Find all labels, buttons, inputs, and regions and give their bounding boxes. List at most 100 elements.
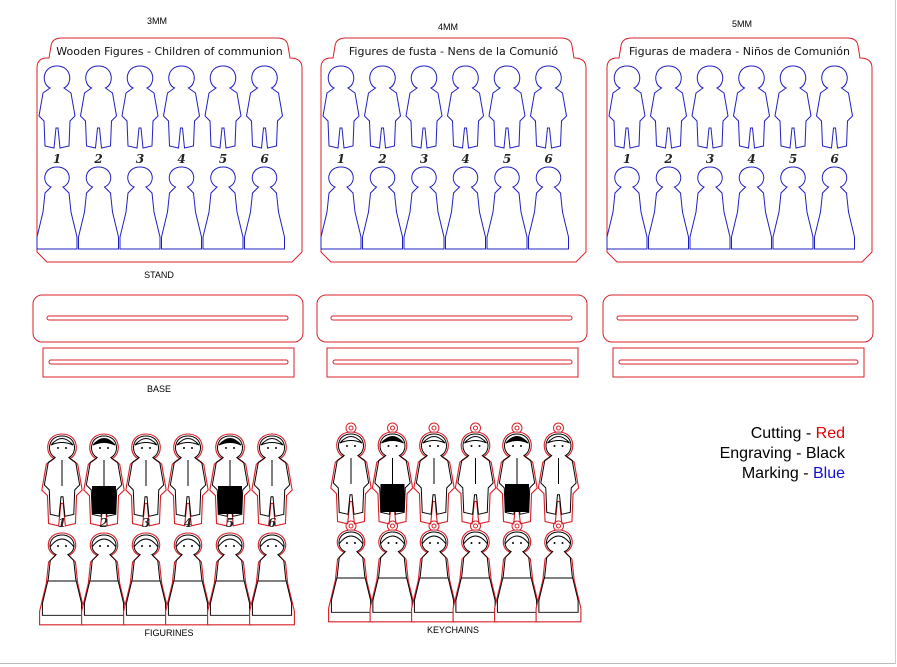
figure-number: 3 bbox=[136, 152, 144, 166]
figure-number: 5 bbox=[219, 152, 227, 166]
girl-figure-outline bbox=[41, 534, 83, 616]
eye bbox=[395, 542, 398, 544]
keyring-hole-inner bbox=[473, 523, 478, 529]
girl-figure-outline bbox=[362, 166, 403, 250]
eye bbox=[387, 445, 390, 447]
figure-number: 1 bbox=[337, 152, 345, 166]
boy-figure-outline bbox=[691, 65, 729, 149]
girl-figure-outline bbox=[648, 166, 689, 250]
keyring-hole-inner bbox=[514, 523, 520, 529]
eye bbox=[183, 545, 185, 547]
eye bbox=[346, 542, 348, 544]
base-slot bbox=[332, 359, 573, 365]
eye bbox=[275, 545, 277, 547]
boy-figure-outline bbox=[363, 65, 402, 149]
eye bbox=[512, 542, 514, 544]
girl-figure-outline bbox=[123, 532, 169, 626]
thickness-label: 3MM bbox=[147, 16, 167, 26]
boy-figure-outline bbox=[204, 65, 242, 149]
boy-figure-outline bbox=[121, 65, 159, 149]
eye bbox=[267, 545, 269, 547]
base-slot bbox=[616, 315, 859, 321]
eye bbox=[149, 545, 151, 547]
boy-figure-outline bbox=[253, 435, 291, 517]
boy-figure-outline bbox=[457, 433, 494, 515]
eye bbox=[225, 545, 227, 547]
eye bbox=[191, 545, 193, 547]
eye bbox=[387, 542, 390, 544]
eye bbox=[478, 445, 481, 447]
base-slot bbox=[46, 315, 289, 321]
girl-figure-outline bbox=[413, 531, 455, 613]
hair bbox=[49, 538, 75, 548]
legend-marking: Marking - Blue bbox=[741, 465, 845, 482]
figurine-number: 4 bbox=[184, 516, 192, 530]
hair bbox=[134, 438, 158, 446]
eye bbox=[520, 445, 522, 447]
legend-engraving: Engraving - Black bbox=[719, 445, 845, 462]
hair bbox=[505, 436, 529, 444]
keyring-hole-inner bbox=[473, 425, 478, 431]
stand-panel-5mm: 5MM Figuras de madera - Niños de Comunión… bbox=[606, 19, 873, 263]
eye bbox=[429, 445, 431, 447]
girl-figure-outline bbox=[81, 532, 127, 626]
eye bbox=[233, 545, 235, 547]
eye bbox=[225, 447, 227, 449]
trousers bbox=[505, 484, 529, 512]
base-slot bbox=[48, 359, 289, 365]
keychains-label: KEYCHAINS bbox=[427, 625, 479, 635]
hair bbox=[176, 438, 200, 446]
girl-figure-outline bbox=[455, 531, 496, 613]
base-board-outline bbox=[32, 294, 304, 343]
boy-figure-outline bbox=[446, 65, 485, 149]
eye bbox=[561, 542, 564, 544]
stand-title: Figuras de madera - Niños de Comunión bbox=[629, 45, 850, 58]
keyring-hole-inner bbox=[556, 523, 561, 529]
eye bbox=[553, 542, 556, 544]
girl-figure-outline bbox=[403, 166, 445, 250]
boy-figure-outline bbox=[529, 65, 568, 149]
girl-figure-outline bbox=[369, 529, 416, 623]
base-slot bbox=[618, 359, 859, 365]
stand-cut-outline bbox=[36, 37, 303, 263]
hair bbox=[421, 535, 447, 545]
figure-number: 6 bbox=[544, 152, 553, 166]
eye bbox=[437, 542, 439, 544]
hair bbox=[217, 538, 243, 548]
boy-figure-outline bbox=[162, 65, 201, 149]
eye bbox=[437, 445, 439, 447]
legend-red: Red bbox=[815, 425, 845, 442]
boy-figure-outline bbox=[540, 433, 577, 515]
girl-figure-outline bbox=[207, 532, 253, 626]
base-strip-outline bbox=[326, 347, 579, 378]
color-legend: Cutting - Red Engraving - Black Marking … bbox=[720, 424, 845, 484]
hair bbox=[338, 535, 364, 545]
thickness-label: 5MM bbox=[732, 19, 752, 29]
boy-figure-outline bbox=[38, 65, 76, 149]
hair bbox=[380, 535, 405, 545]
girl-figure-outline bbox=[39, 532, 85, 626]
base-pieces bbox=[602, 294, 874, 378]
boy-figure-outline bbox=[332, 433, 370, 515]
figure-number: 1 bbox=[53, 152, 61, 166]
eye bbox=[429, 542, 431, 544]
hair bbox=[175, 538, 201, 548]
boy-figure-outline bbox=[649, 65, 688, 149]
hair bbox=[546, 535, 571, 545]
base-board-outline bbox=[316, 294, 588, 343]
eye bbox=[346, 445, 348, 447]
base-pieces bbox=[32, 294, 304, 378]
boy-figure-outline bbox=[415, 433, 453, 515]
girl-figure-outline bbox=[161, 166, 202, 250]
eye bbox=[99, 545, 101, 547]
eye bbox=[107, 545, 109, 547]
figurine-number: 1 bbox=[58, 516, 66, 530]
eye bbox=[65, 545, 67, 547]
eye bbox=[65, 447, 67, 449]
eye bbox=[553, 445, 556, 447]
boy-figure-outline bbox=[43, 435, 81, 517]
hair bbox=[259, 538, 285, 548]
girl-figure-outline bbox=[167, 534, 209, 616]
